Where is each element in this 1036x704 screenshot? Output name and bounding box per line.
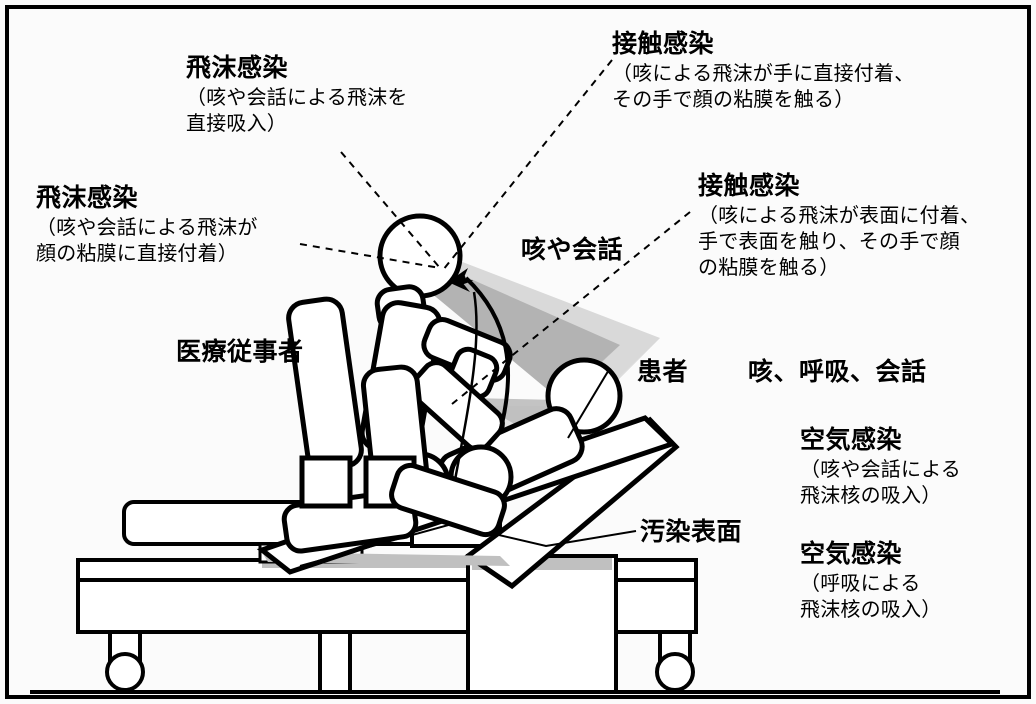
label-droplet-inhale-line1: （咳や会話による飛沫を (186, 86, 408, 109)
label-cough-or-talk: 咳や会話 (521, 236, 624, 264)
label-airborne-breath-line2: 飛沫核の吸入） (800, 598, 942, 621)
label-droplet-inhale-line2: 直接吸入） (186, 112, 287, 135)
label-droplet-mucous: 飛沫感染 （咳や会話による飛沫が 顔の粘膜に直接付着） (36, 182, 258, 267)
label-contact-surface-line1: （咳による飛沫が表面に付着、 (698, 204, 981, 227)
leader-contaminated-surface (299, 522, 637, 567)
bed-legs-and-casters (105, 630, 695, 694)
label-contact-hand: 接触感染 （咳による飛沫が手に直接付着、 その手で顔の粘膜を触る） (612, 28, 914, 113)
leader-droplet-mucous (299, 243, 441, 269)
label-airborne-breath-line1: （呼吸による (800, 572, 921, 595)
label-airborne-cough-heading: 空気感染 (800, 426, 903, 454)
label-droplet-mucous-line1: （咳や会話による飛沫が (36, 216, 258, 239)
label-airborne-cough-line2: 飛沫核の吸入） (800, 484, 942, 507)
label-contact-surface-heading: 接触感染 (698, 172, 801, 200)
label-contact-hand-heading: 接触感染 (612, 30, 715, 58)
label-airborne-cough: 空気感染 （咳や会話による 飛沫核の吸入） (800, 424, 961, 509)
label-contaminated-surface: 汚染表面 (640, 518, 743, 546)
label-airborne-breath-heading: 空気感染 (800, 540, 903, 568)
label-patient: 患者 (637, 358, 689, 386)
contact-path-curve (453, 291, 478, 481)
leader-cough-or-talk (567, 367, 611, 439)
contaminated-table (466, 554, 618, 694)
label-cough-breath-talk: 咳、呼吸、会話 (748, 358, 927, 386)
label-droplet-mucous-heading: 飛沫感染 (36, 184, 139, 212)
label-airborne-breath: 空気感染 （呼吸による 飛沫核の吸入） (800, 538, 941, 623)
arrow-head-secondary (448, 268, 470, 292)
healthcare-worker-figure (286, 213, 514, 538)
label-droplet-mucous-line2: 顔の粘膜に直接付着） (36, 242, 238, 265)
label-contact-surface-line3: の粘膜を触る） (698, 256, 840, 279)
label-airborne-cough-line1: （咳や会話による (800, 458, 961, 481)
leader-lines (299, 59, 691, 405)
label-contact-surface-line2: 手で表面を触り、その手で顔 (698, 230, 960, 253)
label-contact-hand-line2: その手で顔の粘膜を触る） (612, 88, 855, 111)
droplet-arrow-curve (458, 270, 510, 433)
leader-contact-hand (442, 59, 613, 271)
label-contact-surface: 接触感染 （咳による飛沫が表面に付着、 手で表面を触り、その手で顔 の粘膜を触る… (698, 170, 980, 281)
label-healthcare-worker: 医療従事者 (176, 338, 304, 366)
label-contact-hand-line1: （咳による飛沫が手に直接付着、 (612, 62, 915, 85)
label-droplet-inhale-heading: 飛沫感染 (186, 54, 289, 82)
label-droplet-inhale: 飛沫感染 （咳や会話による飛沫を 直接吸入） (186, 52, 408, 137)
